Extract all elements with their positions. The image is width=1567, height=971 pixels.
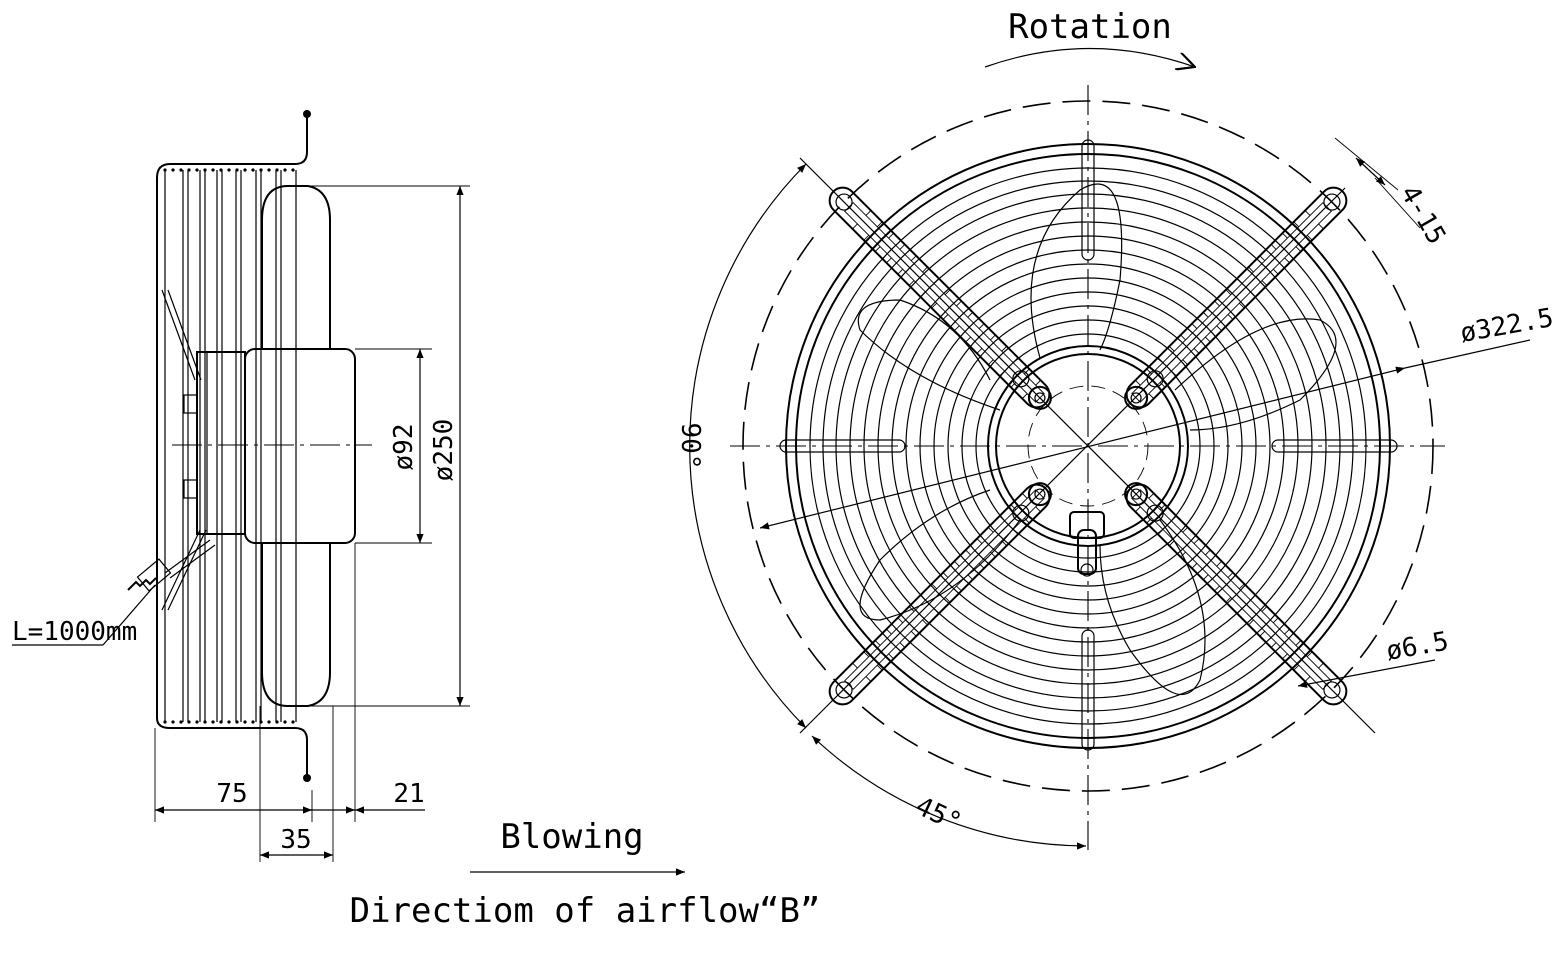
rod-end [227,168,231,172]
rod-end [251,720,255,724]
rod-end [267,168,271,172]
dim-holes-4-15: 4-15 [1394,181,1451,250]
rod-end [259,168,263,172]
rod-end [251,168,255,172]
rod-end [163,168,167,172]
rod-end [187,168,191,172]
dim-angle-45: 45° [911,791,966,838]
rod-end [211,168,215,172]
dim-angle-90: 90° [675,423,705,470]
dim-dia-250: ø250 [429,419,459,482]
rod-end [171,720,175,724]
dim-dia-6-5: ø6.5 [1384,626,1451,666]
side-view: ø92 ø250 75 35 21 L=1000mm [12,110,470,862]
rod-end [275,168,279,172]
rod-end [243,168,247,172]
rod-end [243,720,247,724]
rod-end [219,168,223,172]
rod-end [203,720,207,724]
rod-end [195,168,199,172]
dim-dia-322-5: ø322.5 [1458,303,1556,349]
guard-rod-ends [163,168,295,724]
rod-end [187,720,191,724]
blowing-label: Blowing [500,817,643,857]
dim-35: 35 [280,825,311,855]
rod-end [227,720,231,724]
cable-length-label: L=1000mm [12,617,137,647]
rod-end [203,168,207,172]
rod-end [291,720,295,724]
dim-75: 75 [216,779,247,809]
rod-end [283,720,287,724]
rod-end [267,720,271,724]
dim-dia-92: ø92 [389,424,419,471]
rod-end [179,720,183,724]
rotation-label: Rotation [1008,7,1172,47]
rod-end [163,720,167,724]
rod-end [283,168,287,172]
rod-end [179,168,183,172]
front-view: ø322.5 ø6.5 4-15 90° 45° Rotation [675,7,1556,850]
rod-end [171,168,175,172]
rod-end [219,720,223,724]
rod-end [211,720,215,724]
airflow-direction-label: Directiom of airflow“B” [350,891,821,931]
guard-rods [164,170,297,722]
dim-21: 21 [393,779,424,809]
rod-end [195,720,199,724]
rod-end [291,168,295,172]
rod-end [275,720,279,724]
rod-end [235,168,239,172]
rod-end [235,720,239,724]
